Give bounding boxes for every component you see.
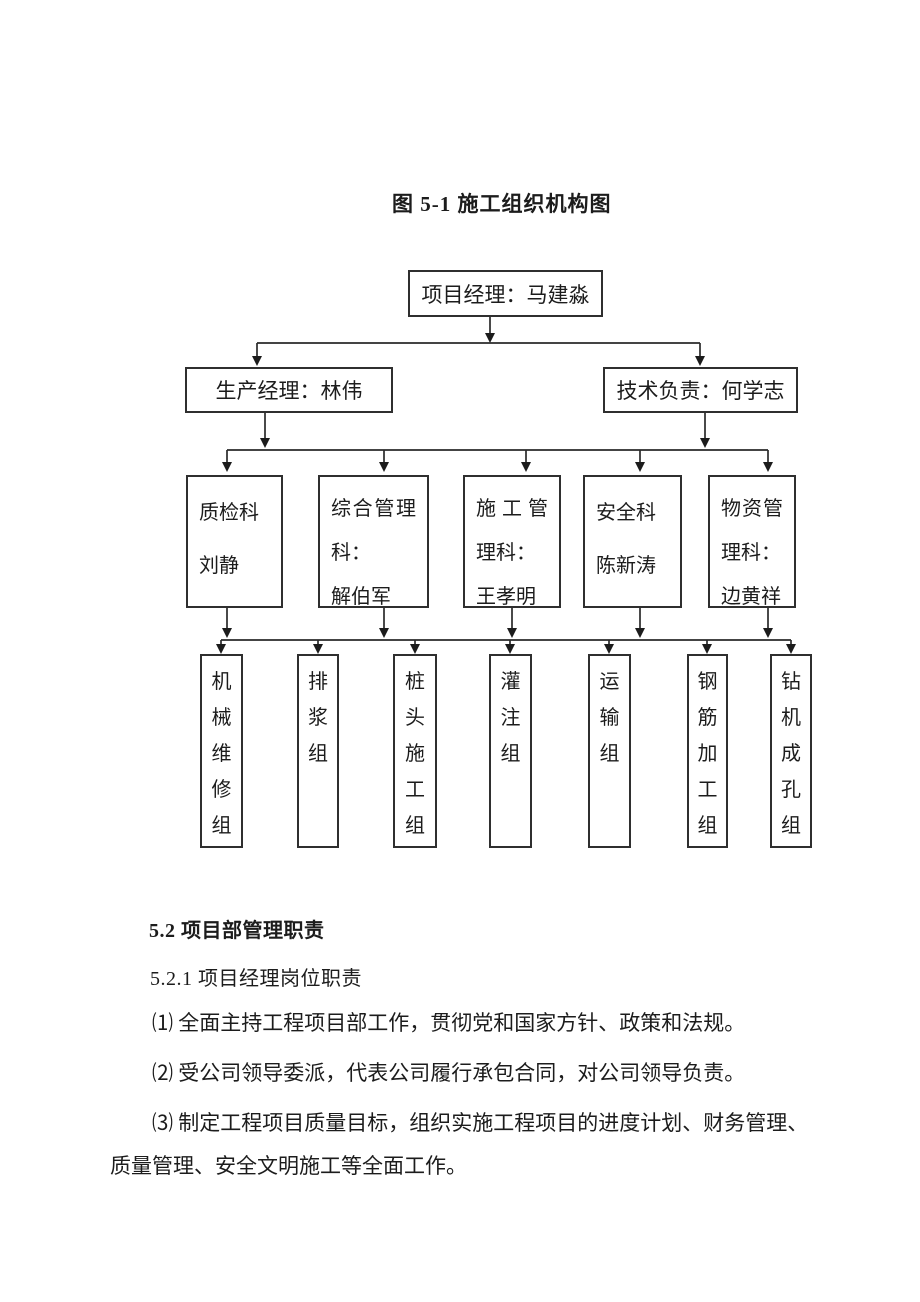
org-box-label: 综合管理 [331, 498, 416, 520]
org-box-label: 灌注组 [500, 671, 521, 765]
org-box-dept-quality-inspection: 质检科 刘静 [186, 475, 283, 608]
org-box-label: 质检科 [199, 502, 259, 524]
org-box-label: 王孝明 [476, 586, 536, 608]
org-box-team-grouting: 灌注组 [489, 654, 532, 848]
org-box-label: 理科： [476, 542, 536, 564]
figure-title: 图 5-1 施工组织机构图 [392, 192, 612, 216]
org-box-label: 钢筋加工组 [697, 671, 718, 837]
org-box-label: 理科： [721, 542, 781, 564]
org-box-team-slurry-discharge: 排浆组 [297, 654, 339, 848]
duty-paragraph-1: ⑴ 全面主持工程项目部工作，贯彻党和国家方针、政策和法规。 [152, 1011, 746, 1035]
org-box-dept-safety: 安全科 陈新涛 [583, 475, 682, 608]
org-box-team-pile-head-construction: 桩头施工组 [393, 654, 437, 848]
org-box-technical-lead: 技术负责：何学志 [603, 367, 798, 413]
org-box-label: 机械维修组 [211, 671, 232, 837]
duty-paragraph-2: ⑵ 受公司领导委派，代表公司履行承包合同，对公司领导负责。 [152, 1061, 746, 1085]
org-box-dept-construction-management: 施工管 理科： 王孝明 [463, 475, 561, 608]
org-box-dept-general-management: 综合管理 科： 解伯军 [318, 475, 429, 608]
org-box-label: 施工管 [476, 498, 548, 520]
org-box-label: 刘静 [199, 555, 239, 577]
section-heading-5-2: 5.2 项目部管理职责 [149, 920, 325, 942]
org-box-team-transport: 运输组 [588, 654, 631, 848]
org-box-label: 排浆组 [308, 671, 328, 765]
org-box-label: 边黄祥 [721, 586, 781, 608]
org-box-label: 项目经理：马建淼 [421, 282, 590, 307]
duty-paragraph-3: ⑶ 制定工程项目质量目标，组织实施工程项目的进度计划、财务管理、质量管理、安全文… [110, 1111, 809, 1178]
org-box-team-rebar-processing: 钢筋加工组 [687, 654, 728, 848]
org-box-label: 钻机成孔组 [781, 671, 801, 837]
org-box-production-manager: 生产经理：林伟 [185, 367, 393, 413]
org-box-label: 科： [331, 542, 371, 564]
org-box-dept-materials-management: 物资管 理科： 边黄祥 [708, 475, 796, 608]
org-box-label: 解伯军 [331, 586, 391, 608]
org-box-label: 物资管 [721, 498, 783, 520]
org-box-label: 技术负责：何学志 [616, 379, 785, 403]
org-box-team-mechanical-maintenance: 机械维修组 [200, 654, 243, 848]
org-box-label: 安全科 [596, 502, 656, 524]
org-box-label: 陈新涛 [596, 555, 656, 577]
duty-paragraphs: ⑴ 全面主持工程项目部工作，贯彻党和国家方针、政策和法规。 ⑵ 受公司领导委派，… [110, 1002, 816, 1195]
org-box-label: 桩头施工组 [405, 671, 425, 837]
org-box-team-drill-hole-forming: 钻机成孔组 [770, 654, 812, 848]
org-box-label: 运输组 [599, 671, 620, 765]
subsection-heading-5-2-1: 5.2.1 项目经理岗位职责 [150, 968, 362, 990]
org-box-project-manager: 项目经理：马建淼 [408, 270, 603, 317]
org-box-label: 生产经理：林伟 [215, 379, 363, 403]
